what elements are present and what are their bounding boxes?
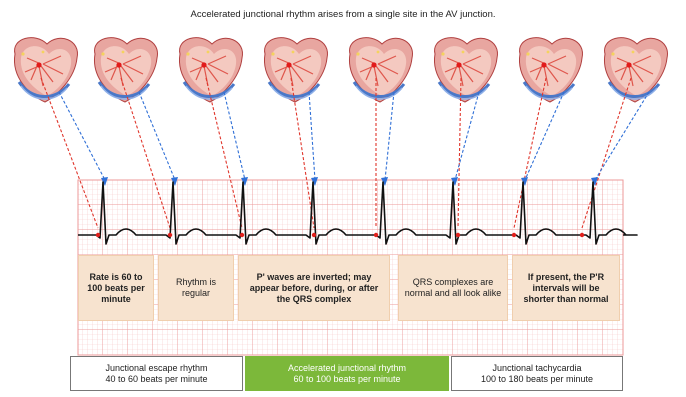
ventricular-pathway-line bbox=[385, 92, 394, 180]
info-rate: Rate is 60 to 100 beats per minute bbox=[78, 255, 154, 321]
heart-icon bbox=[349, 38, 412, 102]
p-wave-marker bbox=[312, 233, 316, 237]
heart-icon bbox=[519, 38, 582, 102]
heart-icon bbox=[264, 38, 327, 102]
p-wave-marker bbox=[512, 233, 516, 237]
info-qrs: QRS complexes are normal and all look al… bbox=[398, 255, 508, 321]
p-wave-marker bbox=[580, 233, 584, 237]
heart-icon bbox=[179, 38, 242, 102]
ventricular-pathway-line bbox=[309, 92, 315, 180]
rate-box-range: 60 to 100 beats per minute bbox=[293, 374, 400, 385]
ventricular-pathway-line bbox=[595, 92, 649, 180]
rate-box-escape: Junctional escape rhythm 40 to 60 beats … bbox=[70, 356, 243, 391]
heart-icon bbox=[604, 38, 667, 102]
rate-box-name: Junctional escape rhythm bbox=[105, 363, 207, 374]
p-wave-marker bbox=[240, 233, 244, 237]
heart-row bbox=[14, 38, 667, 102]
ventricular-pathway-line bbox=[139, 92, 175, 180]
rate-box-range: 100 to 180 beats per minute bbox=[481, 374, 593, 385]
p-wave-marker bbox=[374, 233, 378, 237]
ventricular-pathway-line bbox=[525, 92, 564, 180]
ventricular-pathway-line bbox=[455, 92, 479, 180]
atrial-pathway-line bbox=[41, 78, 98, 228]
rate-box-name: Junctional tachycardia bbox=[492, 363, 581, 374]
heart-icon bbox=[434, 38, 497, 102]
ventricular-pathway-line bbox=[59, 92, 105, 180]
rate-box-name: Accelerated junctional rhythm bbox=[288, 363, 406, 374]
info-rhythm: Rhythm is regular bbox=[158, 255, 234, 321]
rate-box-tachycardia: Junctional tachycardia 100 to 180 beats … bbox=[451, 356, 623, 391]
p-wave-marker bbox=[96, 233, 100, 237]
rate-box-accelerated: Accelerated junctional rhythm 60 to 100 … bbox=[245, 356, 449, 391]
rate-box-range: 40 to 60 beats per minute bbox=[105, 374, 207, 385]
p-wave-marker bbox=[456, 233, 460, 237]
p-wave-marker bbox=[168, 233, 172, 237]
info-pr-interval: If present, the P'R intervals will be sh… bbox=[512, 255, 620, 321]
info-p-waves: P' waves are inverted; may appear before… bbox=[238, 255, 390, 321]
